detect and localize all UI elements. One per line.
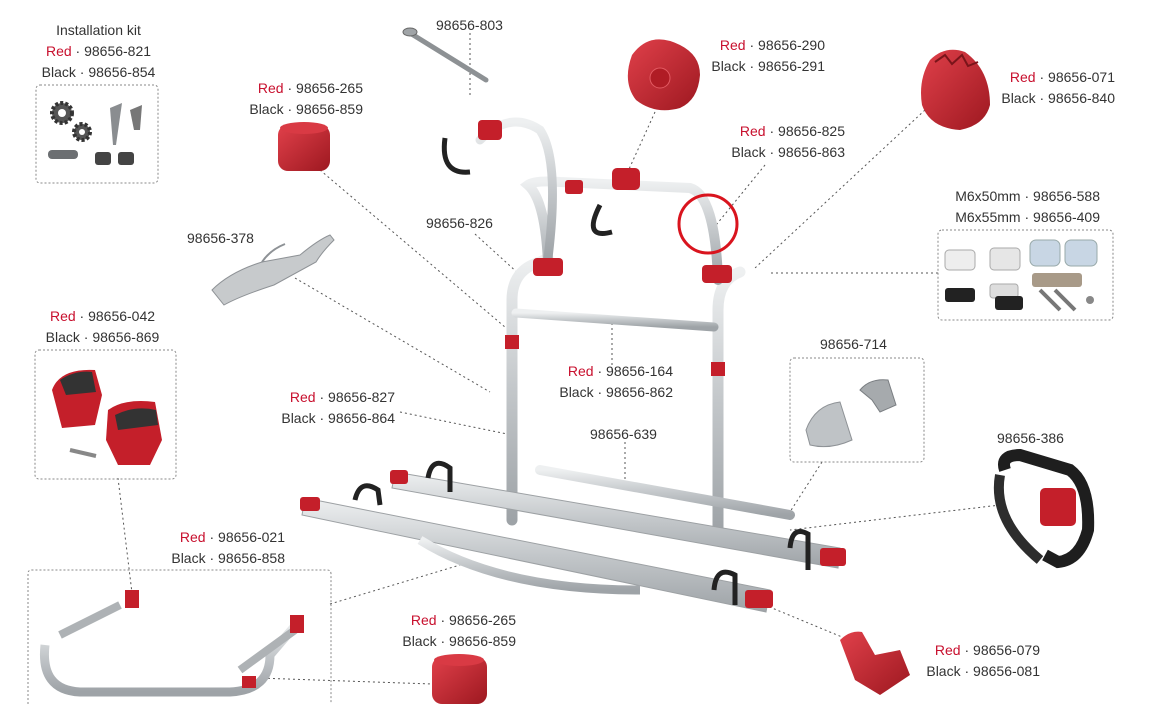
cap-top-part <box>278 122 330 171</box>
label-frame-lower: Red · 98656-827 Black · 98656-864 <box>281 389 395 426</box>
support-arm-part <box>39 590 304 697</box>
label-installation-kit: Installation kit Red · 98656-821 Black ·… <box>36 20 161 83</box>
label-knob: Red · 98656-290 Black · 98656-291 <box>711 37 825 74</box>
label-cap-top: Red · 98656-265 Black · 98656-859 <box>249 80 363 117</box>
highlight-circle <box>677 193 739 255</box>
chain-link-icon <box>48 150 78 159</box>
base-arc <box>417 536 641 595</box>
frame-straps <box>441 137 613 236</box>
leader-holder <box>117 477 133 594</box>
leader-lines <box>117 33 1001 685</box>
label-base-tube: 98656-639 <box>590 426 657 442</box>
installation-kit-box <box>35 84 159 184</box>
label-frame-side: 98656-826 <box>426 215 493 231</box>
label-crossbar: Red · 98656-164 Black · 98656-862 <box>559 363 673 400</box>
holder-parts <box>52 369 162 465</box>
label-strap: 98656-386 <box>997 430 1064 446</box>
clamp-part <box>211 234 335 306</box>
label-bracket-set: M6x50mm · 98656-588 M6x55mm · 98656-409 <box>955 188 1100 225</box>
screw-icon <box>110 103 122 145</box>
bracket-set-parts <box>944 239 1098 312</box>
installation-kit-title: Installation kit <box>56 22 141 38</box>
wheel-rails <box>300 460 846 613</box>
frame-joints <box>478 120 732 376</box>
label-end-caps: 98656-714 <box>820 336 887 352</box>
label-frame-upper: Red · 98656-825 Black · 98656-863 <box>731 123 845 160</box>
wheel-holder-part <box>840 631 910 695</box>
label-support-arm: Red · 98656-021 Black · 98656-858 <box>171 529 285 566</box>
end-caps-parts <box>805 379 897 448</box>
end-caps-box <box>789 357 925 463</box>
label-bolt: 98656-803 <box>436 17 503 33</box>
screw-icon <box>130 105 142 130</box>
leader-strap <box>789 504 1001 531</box>
ratchet-part <box>921 49 990 130</box>
installation-kit-parts <box>48 101 142 165</box>
leader-end-caps <box>787 461 823 516</box>
bolt-part <box>402 27 489 83</box>
strap-part <box>993 448 1095 569</box>
leader-clamp <box>294 277 491 393</box>
bracket-set-box <box>937 229 1114 321</box>
cap-bottom-part <box>432 654 487 704</box>
leader-cap-top <box>319 169 513 334</box>
leader-cap-bottom <box>257 677 433 685</box>
label-holder: Red · 98656-042 Black · 98656-869 <box>45 308 160 345</box>
label-ratchet: Red · 98656-071 Black · 98656-840 <box>1001 69 1115 106</box>
leader-support-arm <box>329 561 471 605</box>
support-arm-box <box>27 569 332 704</box>
leader-frame-upper <box>711 164 766 231</box>
leader-ratchet <box>754 109 926 269</box>
label-clamp: 98656-378 <box>187 230 254 246</box>
leader-frame-lower <box>399 411 513 436</box>
holder-box <box>34 349 177 480</box>
leader-frame-side <box>474 233 521 276</box>
rack-frame <box>475 117 795 536</box>
knob-part <box>627 39 700 111</box>
label-cap-bottom: Red · 98656-265 Black · 98656-859 <box>402 612 516 649</box>
leader-wheel-holder <box>759 602 843 638</box>
leader-knob <box>624 111 656 179</box>
label-wheel-holder: Red · 98656-079 Black · 98656-081 <box>926 642 1040 679</box>
group-boxes <box>27 84 1114 704</box>
